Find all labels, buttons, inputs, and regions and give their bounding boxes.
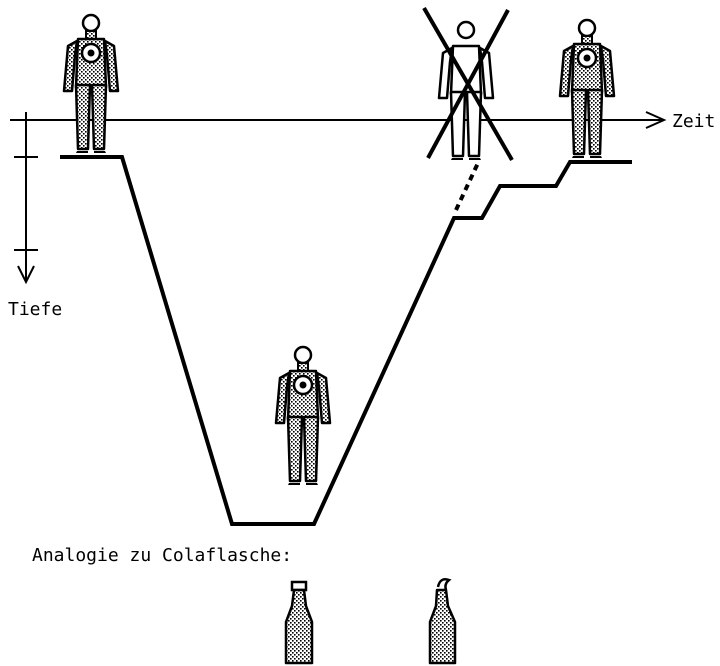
- diver-start-figure-icon: [62, 13, 120, 155]
- closed-bottle-icon: [284, 580, 314, 665]
- open-bottle-icon: [428, 578, 457, 665]
- depth-axis: [14, 112, 38, 285]
- rapid-ascent-dashed-line: [454, 162, 480, 211]
- time-axis: [10, 111, 667, 129]
- x-mark-icon: [422, 6, 514, 162]
- analogy-caption: Analogie zu Colaflasche:: [32, 545, 293, 566]
- dive-profile: [60, 155, 632, 526]
- diver-safe-figure-icon: [558, 18, 616, 160]
- depth-axis-label: Tiefe: [8, 299, 63, 320]
- time-axis-label: Zeit: [672, 111, 716, 132]
- diver-bottom-figure-icon: [274, 345, 332, 487]
